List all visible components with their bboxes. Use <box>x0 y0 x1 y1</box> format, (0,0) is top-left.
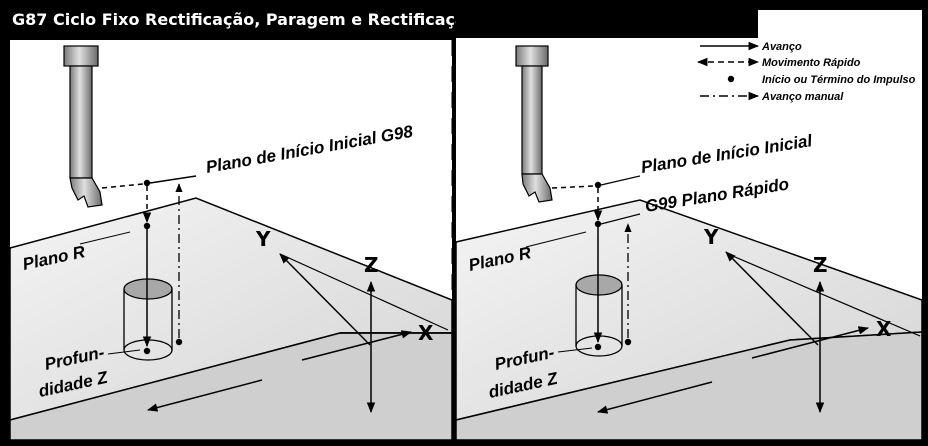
start-point <box>143 179 151 187</box>
z-axis-label-right: Z <box>813 253 828 277</box>
z-axis-label: Z <box>364 253 379 277</box>
workpiece-side-right <box>455 331 923 441</box>
manual-start-point-right <box>624 338 632 346</box>
right-panel: Plano de Início Inicial G99 Plano Rápido… <box>455 10 923 441</box>
diagram-title: G87 Ciclo Fixo Rectificação, Paragem e R… <box>12 10 548 29</box>
boring-tool <box>63 45 103 208</box>
y-axis-arrow <box>279 253 371 346</box>
legend: Avanço Movimento Rápido Início ou Términ… <box>696 41 916 103</box>
depth-point <box>143 347 151 355</box>
rapid-approach-line-right <box>551 185 595 189</box>
depth-point-right <box>594 343 602 351</box>
axes: Y X Z <box>146 227 449 414</box>
manual-start-point <box>175 338 183 346</box>
r-plane-point-right <box>594 220 602 228</box>
boring-tool-right <box>515 45 553 203</box>
x-axis-arrow-right <box>751 326 870 359</box>
y-axis-label-right: Y <box>703 225 719 249</box>
x-axis-label-right: X <box>876 317 892 341</box>
x-axis-motion-arrow <box>146 379 263 412</box>
y-axis-arrow-right <box>725 251 819 346</box>
hole-right <box>575 274 623 357</box>
x-axis-label: X <box>418 321 434 345</box>
legend-manual-label: Avanço manual <box>761 91 844 103</box>
y-axis-label: Y <box>255 227 271 251</box>
legend-feed-label: Avanço <box>761 41 802 53</box>
start-point-right <box>594 181 602 189</box>
hole <box>123 278 173 361</box>
axes-right: Y X Z <box>596 225 921 414</box>
legend-pulse-symbol <box>727 75 735 83</box>
initial-plane-line <box>149 175 197 184</box>
r-plane-point <box>143 222 151 230</box>
rapid-approach-line <box>101 183 144 189</box>
left-panel: Plano de Início Inicial G98 Plano R Prof… <box>9 40 453 441</box>
legend-rapid-label: Movimento Rápido <box>762 57 861 69</box>
x-axis-arrow <box>301 330 413 361</box>
legend-pulse-label: Início ou Término do Impulso <box>762 74 916 86</box>
x-axis-motion-arrow-right <box>596 381 713 414</box>
